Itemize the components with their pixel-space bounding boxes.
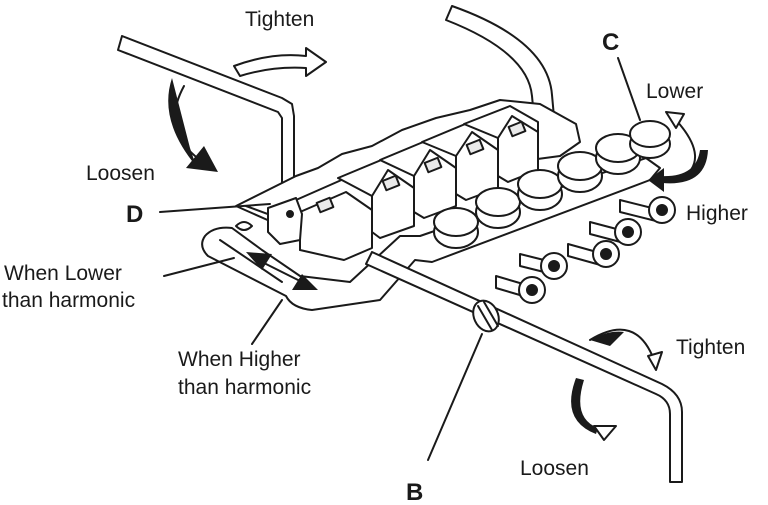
higher-arrow [648,150,708,192]
intonation-screws [495,196,676,304]
point-c-label: C [602,29,619,56]
saddle-2 [337,157,415,239]
loosen-arrow-left [168,78,218,172]
tighten-arrow-top [233,47,327,77]
loosen-label-bottom: Loosen [520,457,589,480]
higher-label: Higher [686,202,748,225]
when-lower-label-line2: than harmonic [2,289,135,312]
point-d-label: D [126,201,143,228]
point-b-label: B [406,479,423,505]
when-higher-label-line1: When Higher [178,348,301,371]
fine-tuner-knob-2 [475,187,521,229]
when-higher-label-line2: than harmonic [178,376,311,399]
fine-tuner-knob-3 [517,169,563,211]
fine-tuner-knob-6 [629,120,671,159]
tighten-label-top: Tighten [245,8,314,31]
loosen-label-left: Loosen [86,162,155,185]
lock-block-d [267,197,303,245]
fine-tuner-knob-1 [433,207,479,249]
lower-hex-wrench [365,251,683,483]
tighten-label-bottom: Tighten [676,336,745,359]
saddle-4 [421,121,499,201]
leader-lines [159,57,641,461]
saddle-5 [463,105,539,183]
loosen-arrow-bottom [571,378,617,441]
lower-label: Lower [646,80,703,103]
tighten-arrow-bottom [589,328,663,371]
when-lower-label-line1: When Lower [4,262,122,285]
fine-tuner-knob-4 [557,151,603,193]
intonation-adjust-arrow [246,252,318,290]
